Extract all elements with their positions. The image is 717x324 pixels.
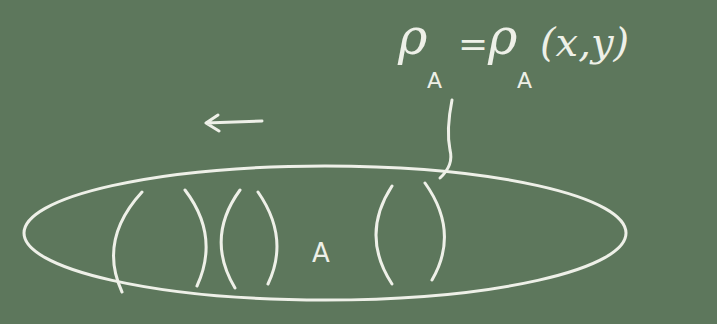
ellipse-outline <box>22 164 628 302</box>
subscript-label: A <box>427 70 442 92</box>
chalk-arc <box>114 192 142 292</box>
chalk-arc <box>425 183 444 280</box>
formula-label: (x,y) <box>540 22 629 62</box>
subscript-label: A <box>517 70 532 92</box>
left-arrow <box>206 115 262 131</box>
region-label: A <box>312 240 330 266</box>
formula-label: ρ <box>398 12 427 62</box>
leader-line <box>440 100 452 178</box>
chalk-arc <box>376 186 392 284</box>
ellipse-outline <box>24 166 626 300</box>
region-ellipse: A <box>22 164 628 302</box>
formula-label: ρ <box>488 12 517 62</box>
chalk-arc <box>221 190 240 288</box>
chalk-arc <box>258 192 277 284</box>
formula-label: = <box>458 26 488 62</box>
chalk-arc <box>185 190 206 286</box>
